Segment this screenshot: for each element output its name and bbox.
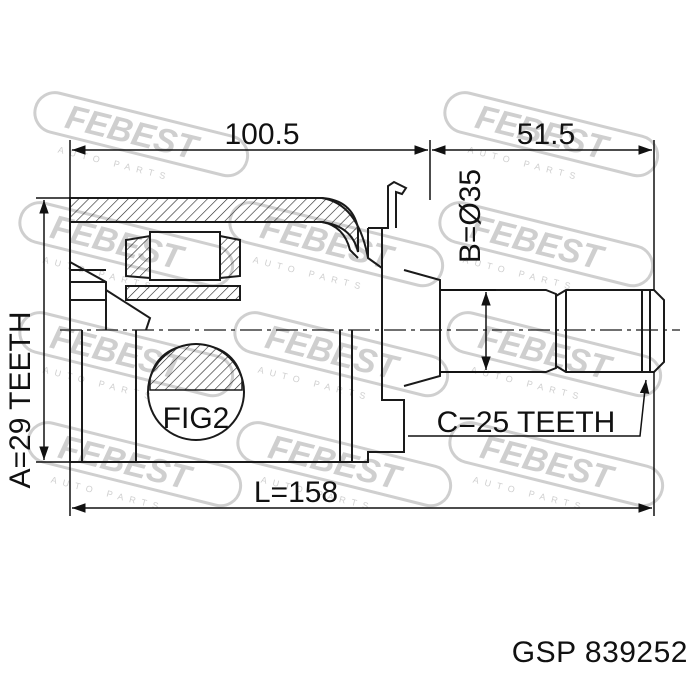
dim-text-b: B=Ø35 bbox=[454, 169, 487, 263]
dim-text-a: A=29 TEETH bbox=[4, 311, 37, 488]
body-line bbox=[105, 289, 152, 331]
joint-housing bbox=[69, 180, 441, 463]
dim-text-c: C=25 TEETH bbox=[437, 406, 616, 439]
shaft-body bbox=[440, 289, 557, 373]
shaft-spline bbox=[555, 289, 665, 373]
watermark-logo: FEBEST AUTO PARTS bbox=[26, 421, 243, 513]
housing-inner-contour bbox=[240, 221, 359, 259]
dimensions bbox=[36, 140, 655, 516]
dim-text-100-5: 100.5 bbox=[224, 118, 299, 151]
housing-bracket bbox=[376, 180, 408, 229]
housing-stub bbox=[403, 269, 441, 387]
watermark-layer: FEBEST AUTO PARTS FEBEST AUTO PARTS FEBE… bbox=[18, 91, 665, 513]
fig2-label: FIG2 bbox=[163, 402, 230, 435]
inner-race-hatched bbox=[219, 234, 241, 280]
part-number-caption: GSP 839252 bbox=[511, 636, 688, 669]
watermark-logo: FEBEST AUTO PARTS bbox=[233, 311, 450, 403]
dim-leader-c bbox=[408, 379, 650, 437]
watermark-logo: FEBEST AUTO PARTS bbox=[446, 311, 663, 403]
body-line bbox=[69, 261, 107, 330]
shaft bbox=[440, 289, 665, 373]
watermark-logo: FEBEST AUTO PARTS bbox=[236, 421, 453, 513]
watermark-logo: FEBEST AUTO PARTS bbox=[33, 91, 250, 183]
housing-outline bbox=[69, 197, 405, 463]
inner-race-hatched bbox=[125, 234, 151, 280]
fig2-hatched-segment bbox=[149, 343, 243, 391]
fig2-detail: FIG2 bbox=[147, 343, 245, 441]
dim-text-l: L=158 bbox=[254, 476, 338, 509]
ball-track-hatched bbox=[125, 285, 241, 301]
dim-text-51-5: 51.5 bbox=[517, 118, 575, 151]
